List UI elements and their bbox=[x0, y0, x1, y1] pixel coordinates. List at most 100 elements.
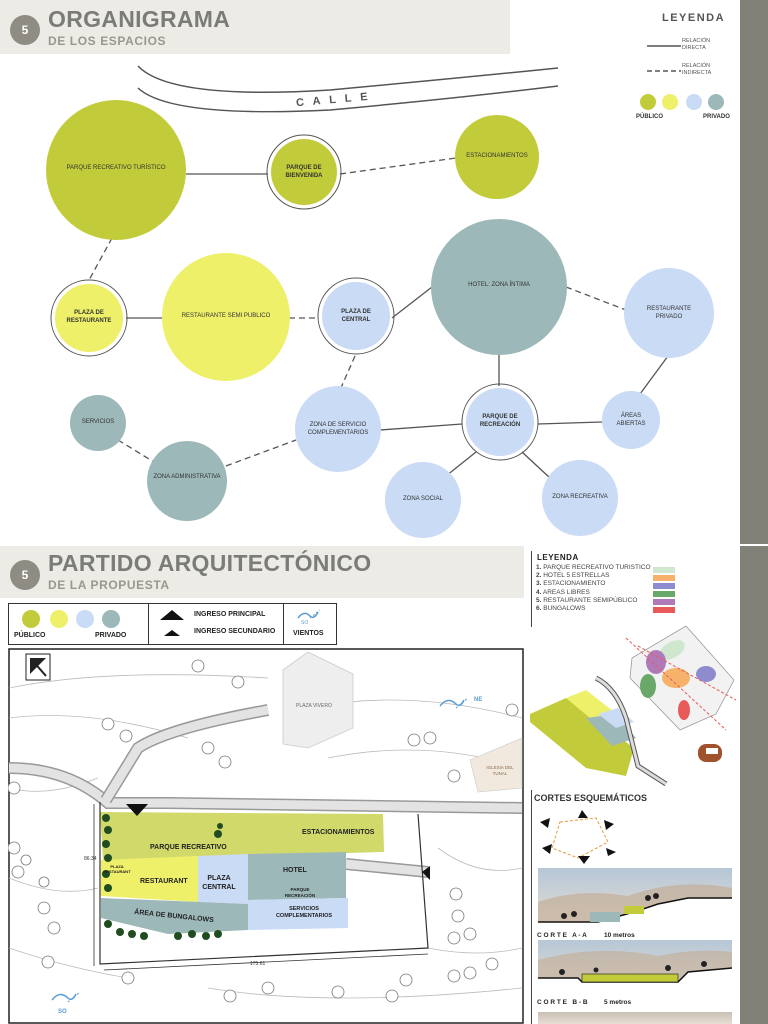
legend-private-dot-1 bbox=[686, 94, 702, 110]
legend-swatch-1 bbox=[653, 567, 675, 573]
link-parque-plazarest bbox=[87, 237, 113, 283]
plan-dim-width: 175.61 bbox=[250, 961, 266, 967]
cortes-key-diagram bbox=[540, 810, 616, 864]
plan-hotel: HOTEL bbox=[283, 867, 307, 874]
node-plaza-central bbox=[322, 282, 390, 350]
legend-private-label: PRIVADO bbox=[703, 114, 730, 120]
label-estacionamientos: ESTACIONAMIENTOS bbox=[466, 153, 528, 159]
legend-public-dot-2 bbox=[662, 94, 678, 110]
link-hotel-restpriv bbox=[565, 286, 627, 311]
node-plaza-restaurante-ring bbox=[50, 279, 128, 357]
plan-neighbor: IGLESIA DEL TUNAL bbox=[486, 765, 514, 776]
right-legend-list: 1. PARQUE RECREATIVO TURISTICO 2. HOTEL … bbox=[536, 564, 651, 613]
legend-item-3: 3. ESTACIONAMIENTO bbox=[536, 580, 606, 588]
plan-legend-divider-2 bbox=[283, 603, 284, 645]
node-plaza-central-ring bbox=[317, 277, 395, 355]
node-zona-social bbox=[385, 462, 461, 538]
label-parque-recreativo: PARQUE RECREATIVO TURÍSTICO bbox=[66, 165, 166, 171]
corte-a-a-scale: 10 metros bbox=[604, 932, 635, 939]
node-areas-abiertas bbox=[602, 391, 660, 449]
right-legend-title: LEYENDA bbox=[537, 553, 579, 562]
legend-title: LEYENDA bbox=[662, 12, 726, 24]
partido-title: PARTIDO ARQUITECTÓNICO bbox=[48, 550, 372, 576]
label-zona-administrativa: ZONA ADMINISTRATIVA bbox=[153, 474, 221, 480]
label-plaza-restaurante: PLAZA DE RESTAURANTE bbox=[66, 310, 112, 324]
node-estacionamientos bbox=[455, 115, 539, 199]
corte-a-a-drawing bbox=[538, 868, 732, 930]
link-parquerec-areas bbox=[537, 421, 603, 425]
link-admin-zonaserv bbox=[225, 439, 297, 467]
massing-model bbox=[530, 625, 737, 786]
partido-header bbox=[0, 546, 524, 598]
plan-plaza-vivero: PLAZA VIVERO bbox=[296, 703, 332, 709]
label-parque-recreacion: PARQUE DE RECREACIÓN bbox=[479, 414, 521, 428]
label-plaza-central: PLAZA DE CENTRAL bbox=[341, 309, 371, 323]
organigrama-title: ORGANIGRAMA bbox=[48, 6, 231, 32]
node-restaurante-privado bbox=[624, 268, 714, 358]
label-zona-servicio: ZONA DE SERVICIO COMPLEMENTARIOS bbox=[307, 422, 369, 436]
node-zona-servicio bbox=[295, 386, 381, 472]
link-plazacentral-zonaserv bbox=[339, 355, 356, 391]
plan-legend-public: PÚBLICO bbox=[14, 632, 46, 639]
node-bienvenida-ring bbox=[266, 134, 342, 210]
plan-estacionamientos: ESTACIONAMIENTOS bbox=[302, 829, 375, 836]
plan-parque-recreativo: PARQUE RECREATIVO bbox=[150, 844, 227, 851]
node-restaurante-semi bbox=[162, 253, 290, 381]
corte-b-b-drawing bbox=[538, 940, 732, 996]
legend-item-6: 6. BUNGALOWS bbox=[536, 605, 586, 613]
legend-indirect-label: RELACIÓN INDIRECTA bbox=[682, 63, 712, 76]
legend-public-label: PÚBLICO bbox=[636, 114, 663, 120]
legend-swatch-6 bbox=[653, 607, 675, 613]
entry-arrow-icons bbox=[160, 610, 184, 636]
street-lines bbox=[137, 65, 559, 113]
plan-servicios: SERVICIOS COMPLEMENTARIOS bbox=[275, 906, 333, 919]
corte-a-a-label: C O R T E A - A bbox=[537, 932, 587, 939]
legend-swatch-4 bbox=[653, 591, 675, 597]
legend-winds: VIENTOS bbox=[293, 630, 324, 637]
label-zona-social: ZONA SOCIAL bbox=[402, 496, 443, 502]
organigrama-subtitle: DE LOS ESPACIOS bbox=[48, 34, 167, 48]
legend-so: SO bbox=[301, 620, 309, 626]
link-restpriv-areas bbox=[639, 355, 669, 395]
plan-plaza-central: PLAZA CENTRAL bbox=[202, 875, 236, 891]
label-hotel: HOTEL: ZONA ÍNTIMA bbox=[468, 282, 530, 288]
node-zona-administrativa bbox=[147, 441, 227, 521]
right-legend-box-line bbox=[531, 551, 532, 627]
node-zona-recreativa bbox=[542, 460, 618, 536]
legend-direct-label: RELACIÓN DIRECTA bbox=[682, 38, 711, 51]
plan-legend-dot-3 bbox=[76, 610, 94, 628]
plan-plaza-restaurant: PLAZA RESTAURANT bbox=[103, 864, 131, 874]
node-servicios bbox=[70, 395, 126, 451]
legend-public-dot-1 bbox=[640, 94, 656, 110]
section2-number-badge: 5 bbox=[10, 560, 40, 590]
legend-item-1: 1. PARQUE RECREATIVO TURISTICO bbox=[536, 564, 651, 571]
plan-so: SO bbox=[58, 1009, 67, 1015]
wind-icon bbox=[297, 609, 321, 619]
corte-b-b-label: C O R T E B - B bbox=[537, 999, 588, 1006]
label-bienvenida: PARQUE DE BIENVENIDA bbox=[285, 165, 323, 179]
link-parquerec-social bbox=[445, 451, 477, 477]
plan-legend-divider-1 bbox=[148, 603, 149, 645]
legend-item-4: 4. AREAS LIBRES bbox=[536, 588, 590, 596]
plan-dim-height: 86.34 bbox=[84, 856, 97, 862]
corte-c-strip bbox=[538, 1012, 732, 1024]
corte-b-b-scale: 5 metros bbox=[604, 999, 632, 1006]
legend-private-dot-2 bbox=[708, 94, 724, 110]
node-plaza-restaurante bbox=[55, 284, 123, 352]
label-servicios: SERVICIOS bbox=[81, 419, 115, 425]
plan-legend-dot-1 bbox=[22, 610, 40, 628]
site-plan bbox=[8, 648, 524, 1024]
label-zona-recreativa: ZONA RECREATIVA bbox=[552, 494, 608, 500]
plan-ne: NE bbox=[474, 697, 483, 703]
right-sidebar-top bbox=[740, 0, 768, 544]
node-hotel bbox=[431, 219, 567, 355]
label-areas-abiertas: ÁREAS ABIERTAS bbox=[616, 413, 646, 427]
legend-lines bbox=[647, 45, 681, 72]
link-zonaserv-parquerec bbox=[379, 423, 463, 431]
link-bienvenida-estac bbox=[339, 157, 457, 175]
node-bienvenida bbox=[271, 139, 337, 205]
organigrama-header bbox=[0, 0, 510, 54]
plan-parque-recreacion: PARQUE RECREACIÓN bbox=[284, 887, 316, 898]
partido-subtitle: DE LA PROPUESTA bbox=[48, 578, 170, 592]
legend-swatch-3 bbox=[653, 583, 675, 589]
